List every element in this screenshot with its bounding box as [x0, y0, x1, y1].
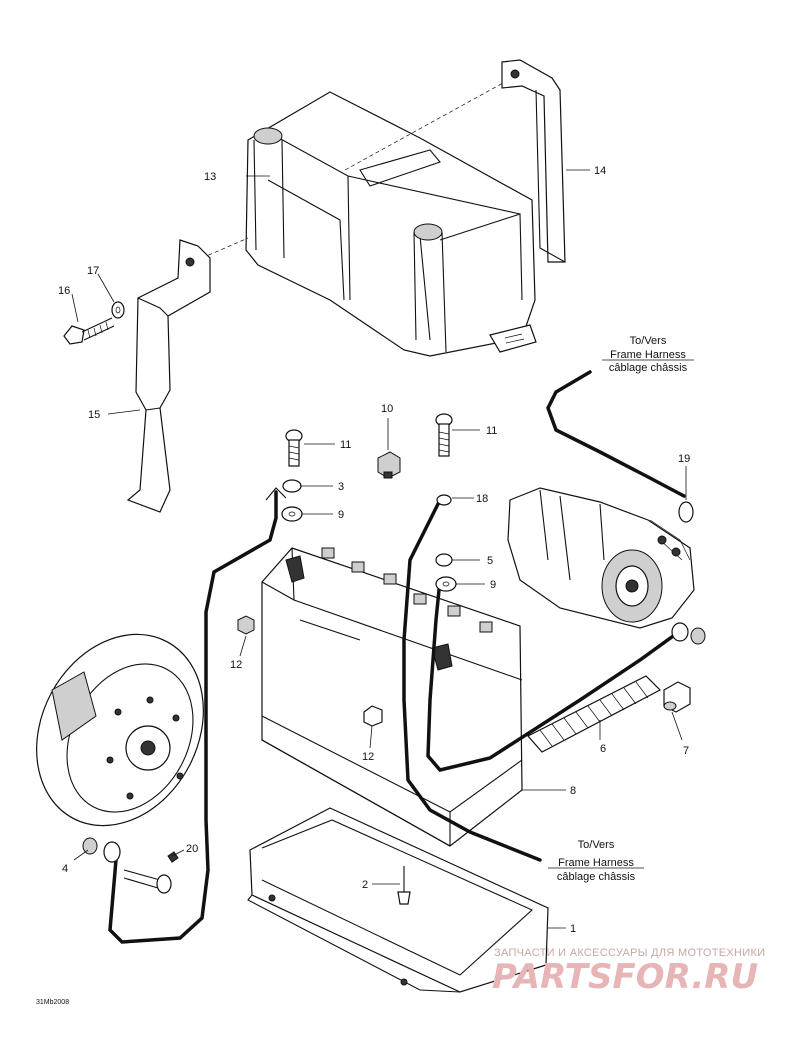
side-bracket	[126, 239, 211, 513]
flywheel-bolt	[123, 869, 172, 894]
negative-cable	[108, 490, 278, 944]
battery	[261, 547, 523, 847]
callout-10: 10	[381, 403, 393, 415]
callout-7: 7	[683, 745, 689, 757]
callout-5: 5	[487, 555, 493, 567]
callout-15: 15	[88, 409, 100, 421]
callout-8: 8	[570, 785, 576, 797]
callout-9-upper: 9	[338, 509, 344, 521]
frame-harness-cable-upper	[546, 370, 686, 498]
callout-4: 4	[62, 863, 68, 875]
drawing-code: 31Mb2008	[36, 999, 69, 1006]
battery-cover	[245, 91, 537, 357]
note-lower-line1: To/Vers	[578, 839, 615, 851]
callout-6: 6	[600, 743, 606, 755]
callout-1: 1	[570, 923, 576, 935]
callout-17: 17	[87, 265, 99, 277]
bracket-screw	[63, 317, 115, 345]
callout-13: 13	[204, 171, 216, 183]
starter-motor	[507, 487, 695, 629]
nut-left	[237, 615, 255, 635]
terminal-cap	[663, 681, 691, 713]
lock-washer-left	[282, 479, 302, 493]
starter-ring-terminal	[671, 622, 689, 642]
note-upper-line3: câblage châssis	[609, 362, 688, 374]
nut-center	[363, 705, 383, 727]
flywheel-washer	[82, 837, 98, 855]
watermark-tagline: ЗАПЧАСТИ И АКСЕССУАРЫ ДЛЯ МОТОТЕХНИКИ	[494, 947, 765, 959]
note-upper-line2: Frame Harness	[610, 349, 686, 361]
harness-ring-terminal	[678, 501, 694, 523]
rear-bracket	[501, 59, 566, 263]
callout-14: 14	[594, 165, 606, 177]
flywheel-ring-terminal	[103, 841, 121, 863]
watermark-brand: PARTSFOR.RU	[492, 957, 758, 997]
callout-12-center: 12	[362, 751, 374, 763]
callout-12-left: 12	[230, 659, 242, 671]
note-frame-harness-lower: To/Vers Frame Harness câblage châssis	[548, 839, 644, 883]
callout-11-left: 11	[340, 439, 351, 451]
callout-19: 19	[678, 453, 690, 465]
terminal-bolt-left	[285, 429, 303, 467]
cable-sleeve	[527, 675, 662, 753]
flat-washer-right	[435, 576, 457, 592]
starter-nut	[690, 627, 706, 645]
flywheel	[36, 633, 204, 827]
lock-washer-right	[435, 553, 453, 567]
callout-11-right: 11	[486, 425, 497, 437]
leader-lines	[71, 169, 687, 929]
vent-fitting	[377, 451, 401, 479]
note-upper-line1: To/Vers	[630, 335, 667, 347]
callout-20: 20	[186, 843, 198, 855]
positive-cable	[402, 498, 542, 862]
callout-3: 3	[338, 481, 344, 493]
flat-washer-left	[281, 506, 303, 522]
tray-screw	[397, 866, 411, 905]
callout-18: 18	[476, 493, 488, 505]
callout-2: 2	[362, 879, 368, 891]
bracket-washer	[111, 301, 125, 319]
note-frame-harness-upper: To/Vers Frame Harness câblage châssis	[602, 335, 694, 374]
note-lower-line3: câblage châssis	[557, 871, 636, 883]
ground-loop-cable	[426, 578, 678, 772]
note-lower-line2: Frame Harness	[558, 857, 634, 869]
callout-9-lower: 9	[490, 579, 496, 591]
grommet	[436, 494, 452, 506]
terminal-bolt-right	[435, 413, 453, 457]
callout-16: 16	[58, 285, 70, 297]
